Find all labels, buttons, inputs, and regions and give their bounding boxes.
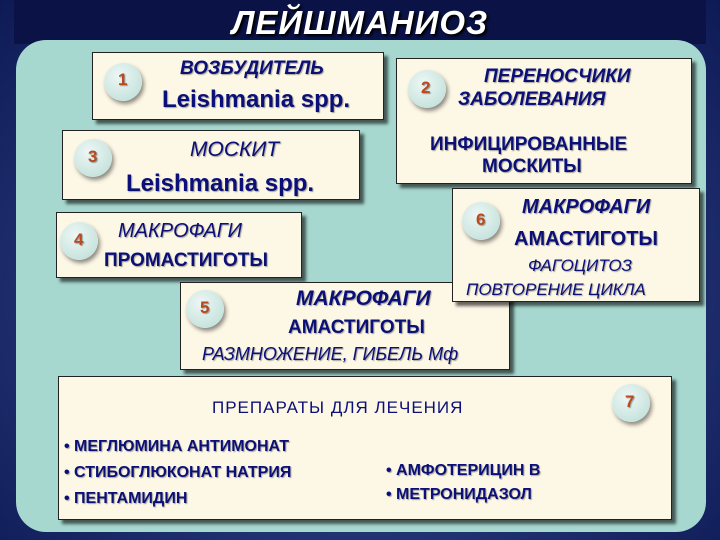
box5-line2: АМАСТИГОТЫ <box>288 317 425 338</box>
box2-line1: ПЕРЕНОСЧИКИ <box>484 66 631 87</box>
box3-line1: МОСКИТ <box>190 138 280 161</box>
title-bar <box>14 0 706 44</box>
box6-line2: АМАСТИГОТЫ <box>514 228 659 250</box>
box5-line3: РАЗМНОЖЕНИЕ, ГИБЕЛЬ Мф <box>202 344 459 364</box>
box6-line4: ПОВТОРЕНИЕ ЦИКЛА <box>466 280 646 299</box>
number-6: 6 <box>476 210 486 229</box>
box-sandfly <box>62 130 360 200</box>
treatment-heading: ПРЕПАРАТЫ ДЛЯ ЛЕЧЕНИЯ <box>212 398 464 417</box>
drug-item-5: • МЕТРОНИДАЗОЛ <box>386 486 532 503</box>
box4-line1: МАКРОФАГИ <box>118 220 242 242</box>
number-circle-4 <box>60 222 98 260</box>
drug-item-2: • СТИБОГЛЮКОНАТ НАТРИЯ <box>64 464 292 481</box>
number-circle-6 <box>462 202 500 240</box>
box6-line3: ФАГОЦИТОЗ <box>528 256 632 275</box>
box-vectors <box>396 58 692 184</box>
box6-line1: МАКРОФАГИ <box>522 196 651 218</box>
number-circle-3 <box>74 139 112 177</box>
number-circle-7 <box>612 384 650 422</box>
number-4: 4 <box>74 230 84 249</box>
page-title: ЛЕЙШМАНИОЗ <box>231 4 489 41</box>
box-pathogen <box>92 52 384 120</box>
infected-line2: МОСКИТЫ <box>482 156 582 177</box>
drug-item-3: • ПЕНТАМИДИН <box>64 490 188 507</box>
box-treatment <box>58 376 672 520</box>
number-circle-5 <box>186 290 224 328</box>
box3-species: Leishmania spp. <box>126 170 315 197</box>
number-5: 5 <box>200 298 210 317</box>
drug-item-1: • МЕГЛЮМИНА АНТИМОНАТ <box>64 438 290 455</box>
number-3: 3 <box>88 147 98 166</box>
number-circle-2 <box>408 70 446 108</box>
box4-line2: ПРОМАСТИГОТЫ <box>104 250 268 271</box>
infected-line1: ИНФИЦИРОВАННЫЕ <box>430 134 628 155</box>
box2-line2: ЗАБОЛЕВАНИЯ <box>458 89 606 110</box>
number-1: 1 <box>118 70 128 89</box>
number-7: 7 <box>625 392 635 411</box>
number-circle-1 <box>104 63 142 101</box>
drug-item-4: • АМФОТЕРИЦИН В <box>386 462 541 479</box>
number-2: 2 <box>421 78 431 97</box>
box1-species: Leishmania spp. <box>162 86 351 113</box>
box1-label: ВОЗБУДИТЕЛЬ <box>180 58 324 79</box>
box5-line1: МАКРОФАГИ <box>296 287 431 310</box>
